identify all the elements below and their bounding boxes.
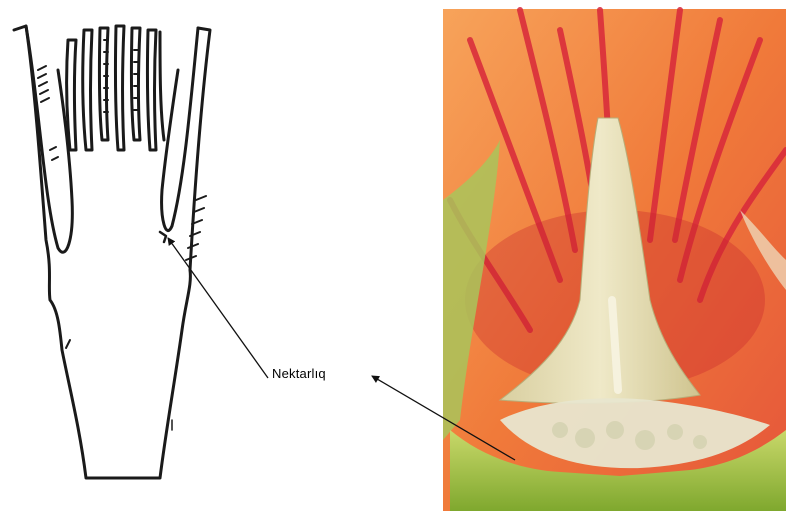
- arrow-to-drawing: [168, 238, 268, 378]
- flower-line-drawing: [14, 26, 210, 478]
- nectary-label: Nektarlıq: [272, 366, 326, 381]
- drawing-nectary-mark: [160, 232, 166, 242]
- drawing-right-loop: [162, 28, 198, 231]
- drawing-outline: [14, 26, 210, 478]
- flower-photo: [443, 9, 786, 511]
- drawing-stamens: [67, 26, 164, 150]
- drawing-left-loop: [26, 26, 72, 252]
